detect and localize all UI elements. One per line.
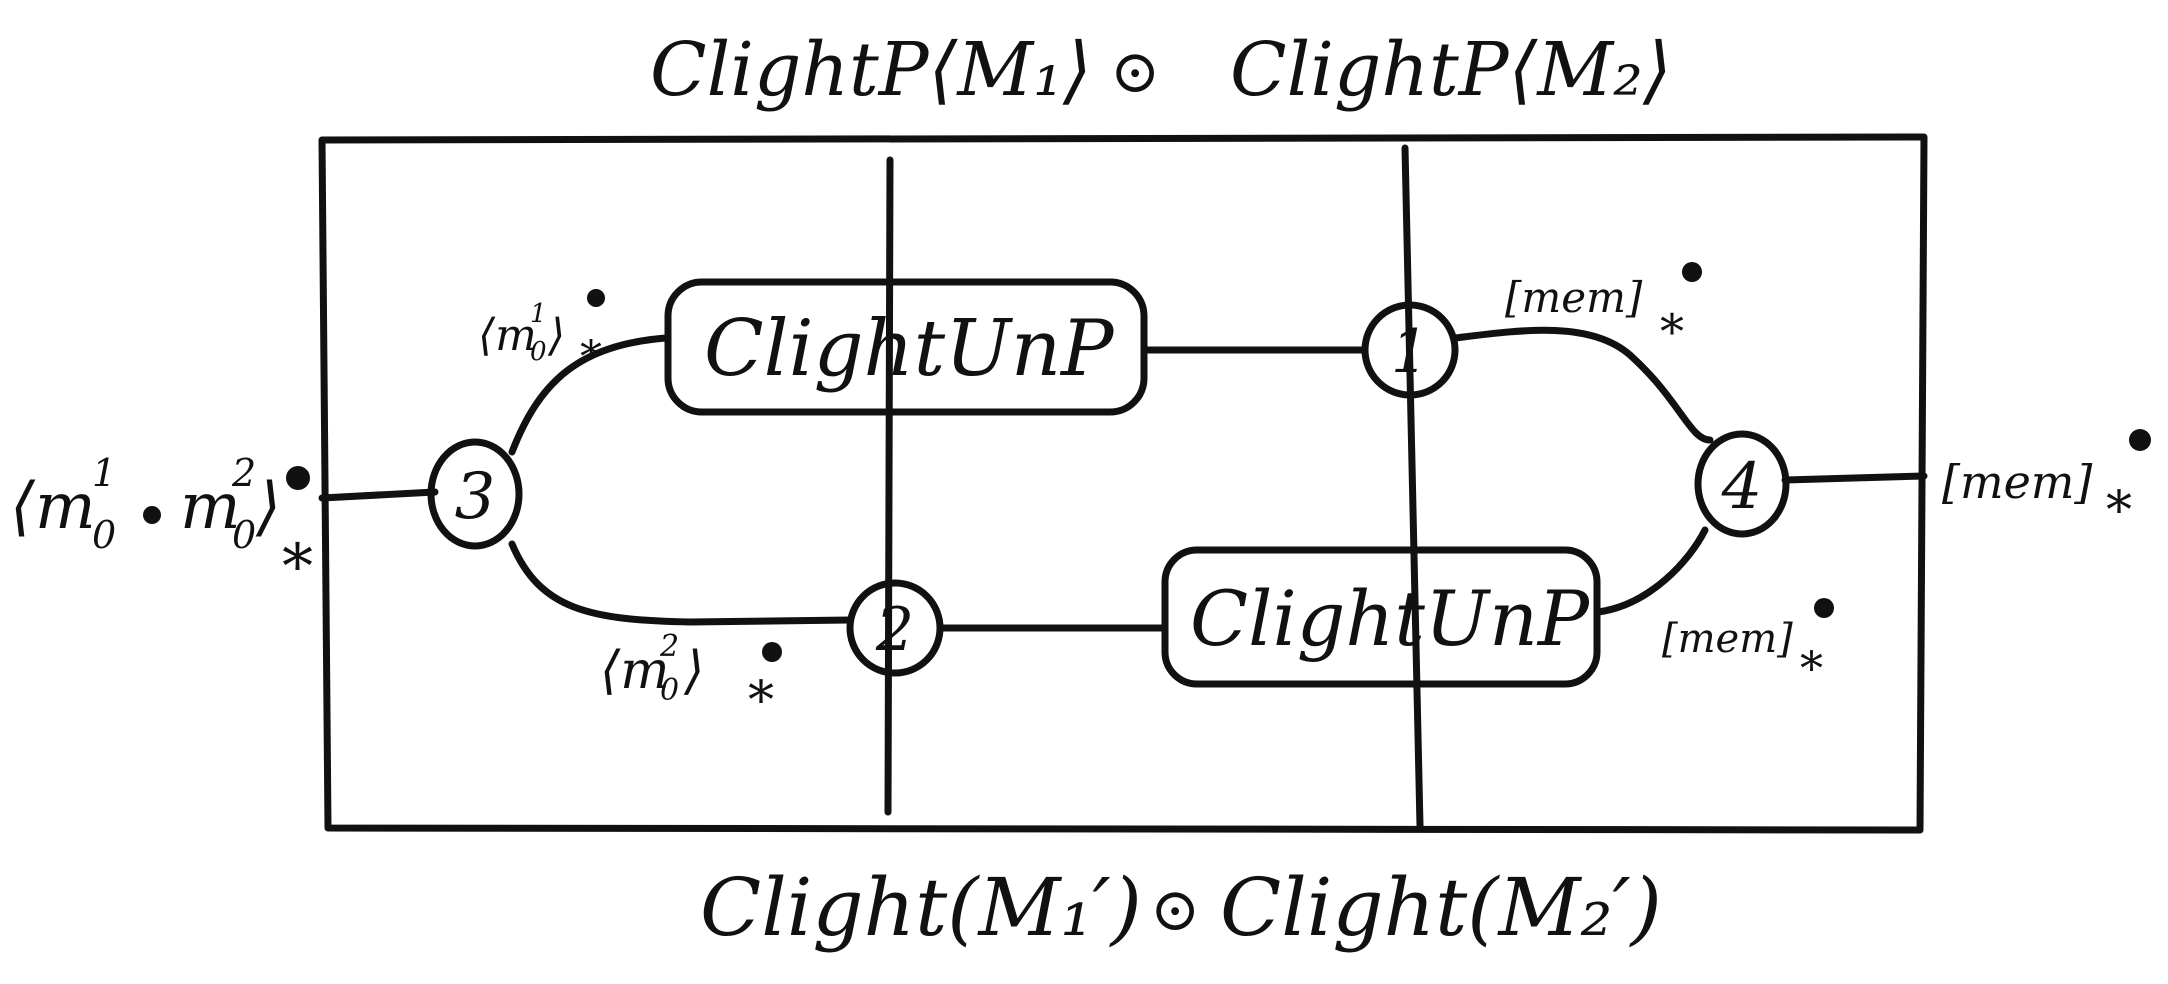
lower-in-bullet [762, 642, 782, 662]
bottom-label-right: Clight(M₂′) [1220, 861, 1662, 954]
node-3: 3 [427, 438, 523, 550]
node-3-label: 3 [455, 460, 496, 534]
left-input-mid: m [180, 470, 241, 544]
lower-in-close: ⟩ [683, 641, 704, 701]
upper-box: ClightUnP [664, 278, 1148, 416]
left-input-star: * [282, 530, 313, 603]
left-input-close: ⟩ [255, 470, 281, 544]
node-4: 4 [1694, 430, 1790, 538]
mem-lower-text: [mem] [1662, 616, 1793, 662]
top-label-right: ClightP⟨M₂⟩ [1230, 27, 1672, 113]
upper-box-label: ClightUnP [704, 304, 1115, 394]
bottom-label-left: Clight(M₁′) [700, 861, 1142, 954]
mem-right-label: [mem] * [1942, 429, 2151, 541]
upper-in-sup: 1 [530, 299, 547, 329]
left-input-label: ⟨m 1 0 m 2 0 ⟩ * [10, 451, 313, 603]
upper-in-bullet [587, 289, 605, 307]
node-4-label: 4 [1721, 450, 1763, 524]
bottom-label: Clight(M₁′) ⊙ Clight(M₂′) [700, 861, 1662, 954]
outer-frame [318, 133, 1928, 834]
wire-lower-box-to-4 [1594, 526, 1709, 616]
top-label: ClightP⟨M₁⟩ ⊙ ClightP⟨M₂⟩ [650, 27, 1672, 113]
upper-in-sub: 0 [530, 337, 547, 367]
node-1-label: 1 [1391, 317, 1429, 387]
mem-upper-bullet [1682, 262, 1702, 282]
mem-right-star: * [2106, 481, 2132, 541]
wire-1-to-4 [1451, 326, 1714, 444]
mem-right-bullet [2129, 429, 2151, 451]
node-2: 2 [846, 579, 944, 677]
wire-input-to-3 [318, 488, 439, 502]
left-input-sup1: 1 [92, 451, 116, 495]
wire-3-to-2 [508, 540, 854, 626]
left-input-sub1: 0 [92, 513, 116, 557]
left-input-sub2: 0 [232, 513, 256, 557]
mem-lower-star: * [1800, 641, 1823, 695]
lower-box: ClightUnP [1161, 546, 1601, 688]
divider-right [1401, 144, 1424, 830]
node-2-label: 2 [875, 595, 914, 665]
top-label-left: ClightP⟨M₁⟩ [650, 27, 1092, 113]
wire-4-to-output [1781, 472, 1928, 484]
lower-in-sub: 0 [660, 673, 679, 708]
upper-in-open: ⟨m [478, 310, 537, 361]
lower-box-label: ClightUnP [1190, 574, 1591, 663]
mem-upper-label: [mem] * [1505, 262, 1702, 360]
left-input-dot [143, 506, 161, 524]
mem-right-text: [mem] [1942, 455, 2092, 509]
top-label-operator: ⊙ [1110, 37, 1160, 107]
bottom-label-operator: ⊙ [1150, 875, 1200, 945]
left-input-sup2: 2 [231, 451, 256, 495]
lower-in-open: ⟨m [600, 641, 670, 701]
mem-upper-star: * [1660, 304, 1684, 360]
upper-input-label: ⟨m 1 0 ⟩ * [478, 289, 605, 383]
mem-lower-label: [mem] * [1662, 598, 1834, 695]
upper-in-close: ⟩ [547, 310, 565, 361]
mem-upper-text: [mem] [1505, 273, 1643, 322]
lower-in-sup: 2 [659, 629, 679, 664]
left-input-open: ⟨m [10, 470, 96, 544]
wire-3-to-upper-box [508, 334, 670, 456]
divider-left [884, 156, 894, 816]
upper-in-star: * [580, 332, 602, 383]
lower-input-label: ⟨m 2 0 ⟩ * [600, 629, 782, 731]
mem-lower-bullet [1814, 598, 1834, 618]
node-1: 1 [1361, 301, 1459, 399]
left-input-bullet [286, 466, 310, 490]
lower-in-star: * [748, 671, 774, 731]
